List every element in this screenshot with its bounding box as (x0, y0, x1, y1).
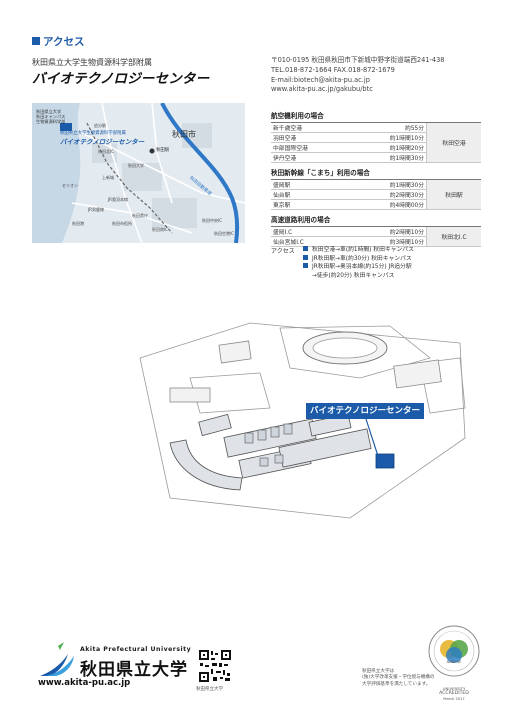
square-bullet-icon (303, 263, 308, 269)
qr-code-icon (198, 649, 232, 683)
biotech-callout: バイオテクノロジーセンター (306, 403, 424, 419)
seal-top-text: NIAD-QE (446, 660, 462, 664)
center-name: バイオテクノロジーセンター (32, 71, 210, 87)
highway-heading: 高速道路利用の場合 (271, 213, 481, 227)
map-station-label: 秋田駅 (156, 148, 170, 153)
seal-line1: UNIVERSITY (442, 686, 466, 691)
accreditation-seal-icon (428, 625, 480, 677)
web-link[interactable]: www.akita-pu.ac.jp/gakubu/btc (271, 85, 373, 94)
list-item: 秋田空港→車(約1時間) 秋田キャンパス (303, 246, 414, 255)
shinkansen-heading: 秋田新幹線「こまち」利用の場合 (271, 166, 481, 180)
tel-fax: TEL.018-872-1664 FAX.018-872-1679 (271, 65, 395, 74)
map-legend-sub: 秋田県立大学生物資源科学部附属 (60, 131, 126, 136)
campus-illustration (139, 322, 466, 519)
square-bullet-icon (303, 246, 308, 251)
access-routes: 秋田空港→車(約1時間) 秋田キャンパス JR秋田駅→車(約30分) 秋田キャン… (303, 246, 414, 280)
email-link[interactable]: E-mail:biotech@akita-pu.ac.jp (271, 75, 370, 84)
address-block: 〒010-0195 秋田県秋田市下新城中野字街道端西241-438 TEL.01… (271, 56, 445, 95)
table-row: 仙台駅約2時間30分 (271, 189, 481, 200)
university-url[interactable]: www.akita-pu.ac.jp (38, 678, 131, 688)
list-item: JR秋田駅→奥羽本線(約15分) JR追分駅 (303, 263, 414, 272)
seal-line2: ACCREDITED (439, 691, 469, 696)
table-row: 羽田空港約1時間10分 (271, 132, 481, 143)
table-row: 伊丹空港約1時間30分 (271, 152, 481, 163)
table-row: 盛岡駅約1時間30分秋田駅 (271, 180, 481, 210)
square-bullet-icon (32, 37, 40, 45)
qr-caption: 秋田県立大学 (196, 687, 223, 692)
air-heading: 航空機利用の場合 (271, 109, 481, 123)
list-item: JR秋田駅→車(約30分) 秋田キャンパス (303, 254, 414, 264)
section-title: アクセス (32, 34, 84, 49)
table-row: 新千歳空港約55分秋田空港 (271, 123, 481, 163)
map-legend-title: バイオテクノロジーセンター (60, 138, 145, 146)
access-map: 秋田県立大学 秋田キャンパス 生物資源科学部 秋田県立大学生物資源科学部附属 バ… (32, 103, 245, 243)
square-bullet-icon (303, 254, 308, 260)
table-row: 東京駅約4時間00分 (271, 199, 481, 210)
university-name-ja: 秋田県立大学 (80, 660, 188, 680)
map-city-label: 秋田市 (172, 130, 196, 139)
destination-cell: 秋田駅 (426, 180, 481, 210)
list-item-continuation: →徒歩(約20分) 秋田キャンパス (312, 272, 395, 279)
university-name-en: Akita Prefectural University (80, 646, 192, 653)
accreditation-note: 秋田県立大学は (独)大学改革支援・学位授与機構の 大学評価基準を満たしています… (362, 669, 435, 687)
subtitle: 秋田県立大学生物資源科学部附属 (32, 58, 152, 67)
postal-address: 〒010-0195 秋田県秋田市下新城中野字街道端西241-438 (271, 56, 445, 64)
table-row: 中部国際空港約1時間20分 (271, 142, 481, 153)
destination-cell: 秋田北I.C (426, 227, 481, 247)
map-campus-labels: 秋田県立大学 秋田キャンパス 生物資源科学部 (36, 109, 66, 124)
destination-cell: 秋田空港 (426, 123, 481, 163)
air-table: 新千歳空港約55分秋田空港 羽田空港約1時間10分 中部国際空港約1時間20分 … (271, 123, 481, 163)
shinkansen-table: 盛岡駅約1時間30分秋田駅 仙台駅約2時間30分 東京駅約4時間00分 (271, 180, 481, 210)
travel-tables: 航空機利用の場合 新千歳空港約55分秋田空港 羽田空港約1時間10分 中部国際空… (271, 106, 481, 247)
seal-line3: March 2017 (443, 697, 465, 701)
access-label: アクセス (271, 248, 295, 255)
university-logo-icon (40, 642, 74, 676)
